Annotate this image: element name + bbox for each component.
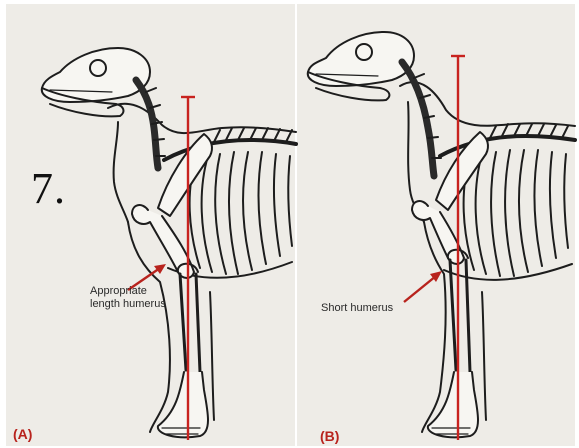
annotation-line-1: Appropriate	[90, 285, 166, 298]
panel-a-annotation: Appropriate length humerus	[90, 285, 166, 311]
panel-a-label: (A)	[13, 426, 32, 442]
panel-b-annotation: Short humerus	[321, 302, 393, 315]
panel-b-label: (B)	[320, 428, 339, 444]
figure-number: 7.	[31, 163, 66, 214]
annotation-line-2: length humerus	[90, 298, 166, 311]
